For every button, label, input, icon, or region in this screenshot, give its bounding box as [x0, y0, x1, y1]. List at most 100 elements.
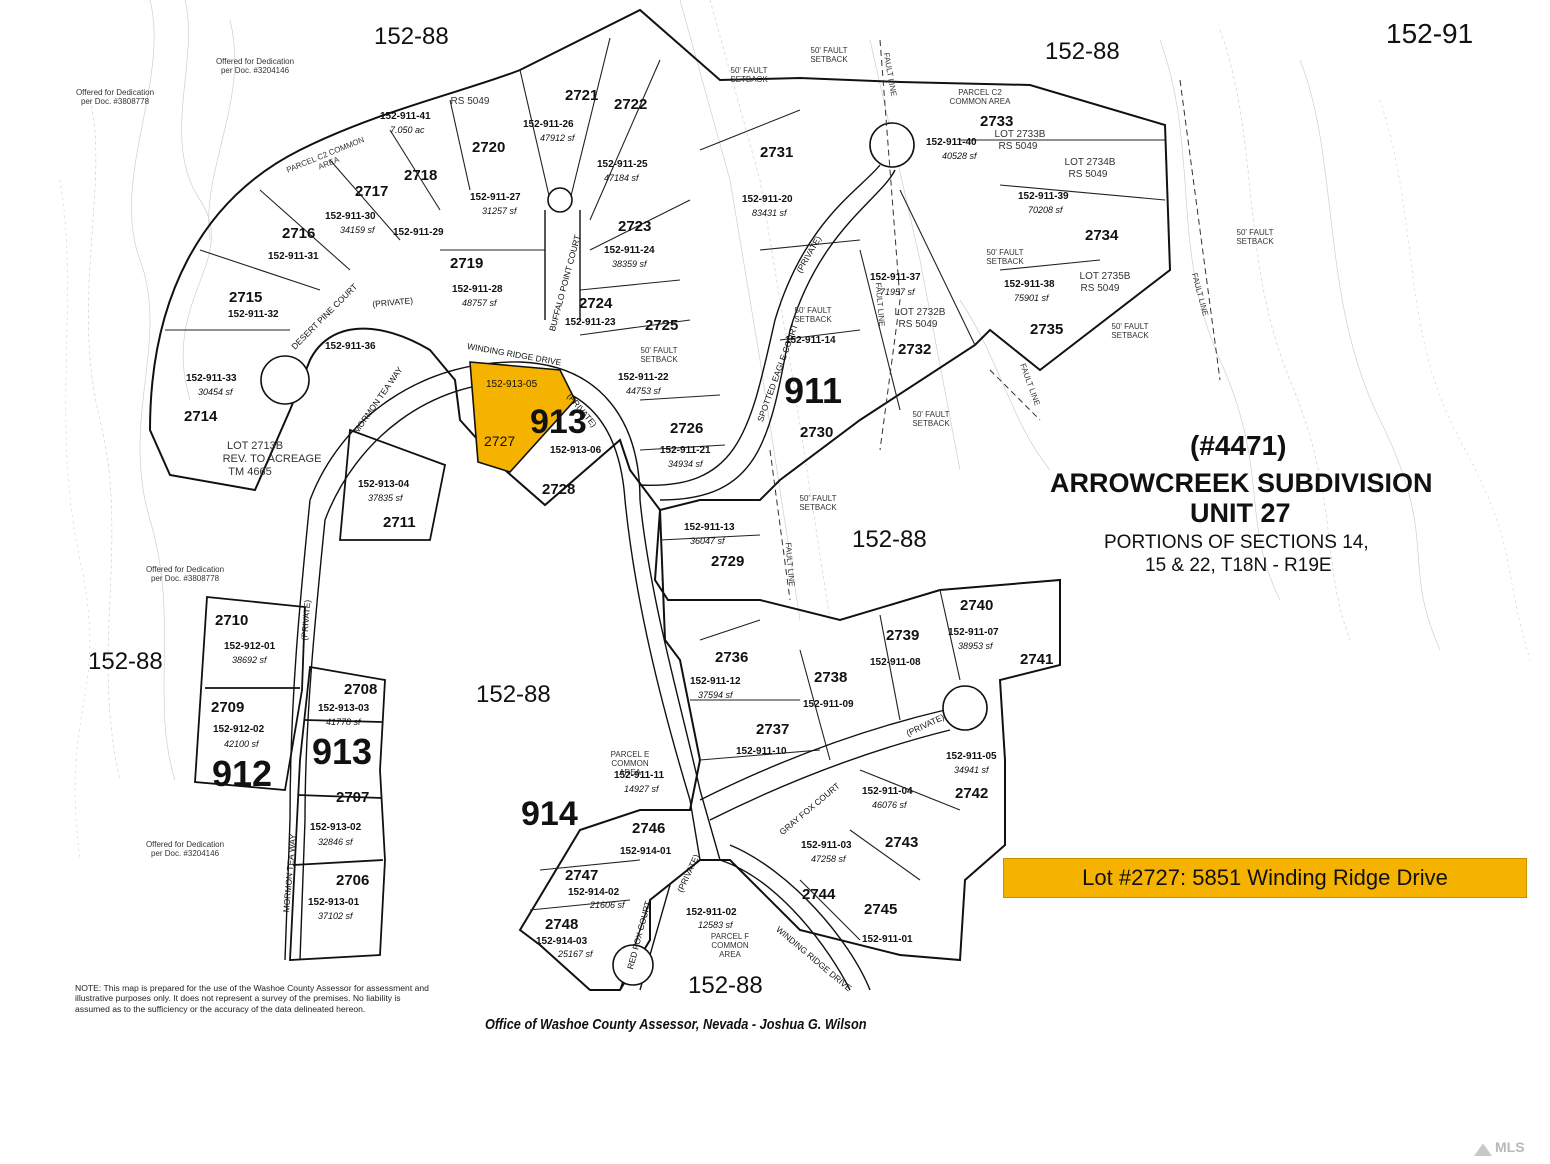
apn-152-911-03: 152-911-03	[801, 840, 852, 851]
lot-2733b: LOT 2733B	[994, 129, 1046, 140]
block-912: 912	[212, 753, 273, 794]
area-152-913-01: 37102 sf	[318, 911, 353, 921]
area-152-911-21: 34934 sf	[668, 459, 703, 469]
offered-dedication-4-a: Offered for Dedication	[145, 840, 225, 849]
parcel-lines	[165, 37, 1166, 941]
area-152-912-01: 38692 sf	[232, 655, 267, 665]
assessor-note: NOTE: This map is prepared for the use o…	[75, 983, 429, 1014]
lot-2710: 2710	[215, 612, 249, 629]
subdivision-portions-line2: 15 & 22, T18N - R19E	[1145, 555, 1332, 576]
area-152-911-04: 46076 sf	[872, 800, 907, 810]
subdivision-portions-line1: PORTIONS OF SECTIONS 14,	[1104, 532, 1369, 553]
lot-2725: 2725	[645, 317, 679, 334]
fault-setback-2: 50' FAULT SETBACK	[730, 66, 768, 84]
mountain-icon	[1474, 1143, 1492, 1156]
apn-152-913-03: 152-913-03	[318, 703, 370, 714]
lot-2718: 2718	[404, 167, 438, 184]
area-152-911-20: 83431 sf	[752, 208, 787, 218]
lot-2714: 2714	[184, 408, 218, 425]
lot-2747: 2747	[565, 867, 599, 884]
lot-2706: 2706	[336, 872, 370, 889]
apn-152-911-31: 152-911-31	[268, 251, 319, 262]
lot-2743: 2743	[885, 834, 919, 851]
fault-setback-1: 50' FAULT SETBACK	[810, 46, 848, 64]
book-number-top-right-a: 152-88	[1045, 38, 1120, 65]
apn-152-911-05: 152-911-05	[946, 751, 997, 762]
lot-2739: 2739	[886, 627, 920, 644]
mls-logo-text: MLS	[1495, 1139, 1525, 1155]
lot-2733b-rs: RS 5049	[998, 141, 1038, 152]
apn-152-913-06: 152-913-06	[550, 445, 602, 456]
lot-2717: 2717	[355, 183, 389, 200]
lot-2711: 2711	[383, 514, 416, 531]
lot-2729: 2729	[711, 553, 745, 570]
apn-152-911-13: 152-911-13	[684, 522, 735, 533]
area-152-914-02: 21606 sf	[590, 900, 625, 910]
area-152-911-28: 48757 sf	[462, 298, 497, 308]
lot-2715: 2715	[229, 289, 263, 306]
lot-2716: 2716	[282, 225, 316, 242]
apn-152-911-20: 152-911-20	[742, 194, 793, 205]
area-152-911-37: 71957 sf	[880, 287, 915, 297]
lot-2721: 2721	[565, 87, 599, 104]
fault-setback-3: 50' FAULT SETBACK	[1236, 228, 1274, 246]
rs-5049-top: RS 5049	[450, 96, 490, 107]
fault-setback-7: 50' FAULT SETBACK	[794, 306, 832, 324]
assessor-footer: Office of Washoe County Assessor, Nevada…	[485, 1016, 867, 1033]
area-152-911-39: 70208 sf	[1028, 205, 1063, 215]
apn-152-911-22: 152-911-22	[618, 372, 669, 383]
area-152-911-30: 34159 sf	[340, 225, 375, 235]
lot-2742: 2742	[955, 785, 989, 802]
apn-152-912-01: 152-912-01	[224, 641, 276, 652]
lot-2723: 2723	[618, 218, 652, 235]
fault-lines	[769, 39, 1221, 601]
lot-2736: 2736	[715, 649, 749, 666]
fault-setback-9: 50' FAULT SETBACK	[799, 494, 837, 512]
lot-2735b: LOT 2735B	[1079, 271, 1131, 282]
lot-2733: 2733	[980, 113, 1014, 130]
lot-2731: 2731	[760, 144, 794, 161]
lot-2741: 2741	[1020, 651, 1054, 668]
offered-dedication-3-a: Offered for Dedication	[145, 565, 225, 574]
apn-152-911-04: 152-911-04	[862, 786, 913, 797]
apn-152-913-05: 152-913-05	[486, 379, 538, 390]
lot-2737: 2737	[756, 721, 790, 738]
rev-acreage: REV. TO ACREAGE	[222, 453, 322, 465]
left-lots	[194, 428, 447, 961]
apn-152-914-02: 152-914-02	[568, 887, 620, 898]
apn-152-911-01: 152-911-01	[862, 934, 913, 945]
lot-2748: 2748	[545, 916, 579, 933]
apn-152-911-24: 152-911-24	[604, 245, 655, 256]
apn-152-911-26: 152-911-26	[523, 119, 574, 130]
lot-2735b-rs: RS 5049	[1080, 283, 1120, 294]
apn-152-911-40: 152-911-40	[926, 137, 977, 148]
lot-2732b: LOT 2732B	[894, 307, 946, 318]
book-number-bottom: 152-88	[688, 972, 763, 999]
apn-152-911-33: 152-911-33	[186, 373, 237, 384]
terrain-texture	[59, 0, 1531, 861]
area-152-911-38: 75901 sf	[1014, 293, 1049, 303]
apn-152-911-38: 152-911-38	[1004, 279, 1055, 290]
book-number-mid-right: 152-88	[852, 526, 927, 553]
offered-dedication-2-b: per Doc. #3808778	[80, 97, 150, 106]
lot-2746: 2746	[632, 820, 666, 837]
apn-152-911-29: 152-911-29	[393, 227, 444, 238]
lot-2734b: LOT 2734B	[1064, 157, 1116, 168]
apn-152-911-09: 152-911-09	[803, 699, 854, 710]
lot-2744: 2744	[802, 886, 836, 903]
area-152-913-04: 37835 sf	[368, 493, 403, 503]
parcel-e: PARCEL E COMMON AREA	[610, 750, 650, 777]
block-911: 911	[784, 370, 843, 411]
subdivision-name: ARROWCREEK SUBDIVISION	[1050, 468, 1433, 498]
block-913-top: 913	[530, 403, 587, 441]
apn-152-911-39: 152-911-39	[1018, 191, 1069, 202]
book-number-top-left: 152-88	[374, 23, 449, 50]
lot-2722: 2722	[614, 96, 648, 113]
lot-2719: 2719	[450, 255, 484, 272]
area-152-914-03: 25167 sf	[558, 949, 593, 959]
area-152-911-13: 36047 sf	[690, 536, 725, 546]
